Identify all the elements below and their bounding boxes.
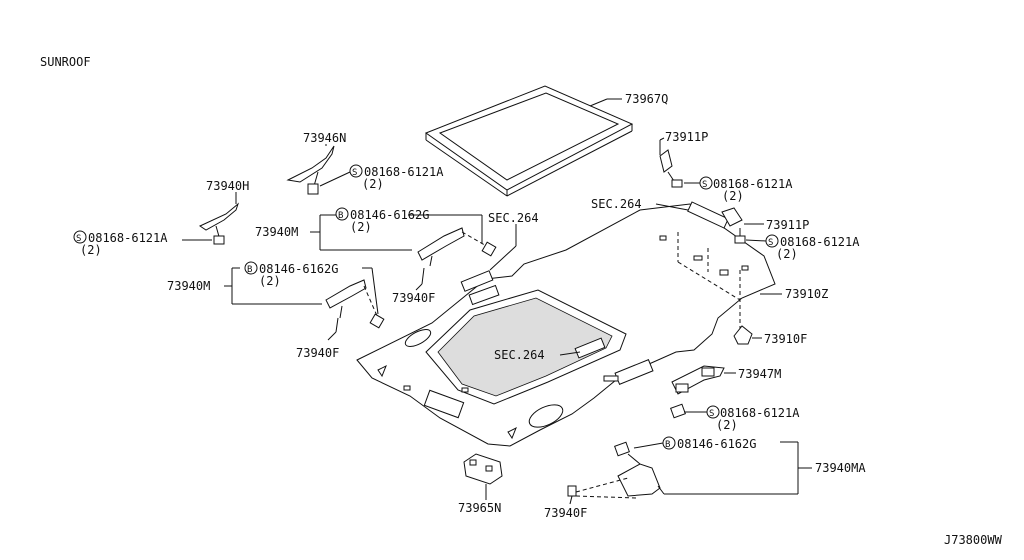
clip-73910F xyxy=(733,325,753,345)
screw-icon: S xyxy=(73,230,87,244)
svg-text:B: B xyxy=(665,440,670,450)
fastener-qty-6: (2) xyxy=(259,274,281,288)
svg-text:S: S xyxy=(702,180,707,190)
label-sec264-center: SEC.264 xyxy=(494,348,545,362)
bracket-73911P-lower xyxy=(721,207,746,244)
fastener-code-5: 08146-6162G xyxy=(350,208,429,222)
label-73967Q: 73967Q xyxy=(625,92,668,106)
label-73911P-upper: 73911P xyxy=(665,130,708,144)
label-73940F-bottom: 73940F xyxy=(544,506,587,520)
fastener-code-7: 08168-6121A xyxy=(720,406,800,420)
bracket-73940MA xyxy=(567,441,661,499)
fastener-code-3: 08168-6121A xyxy=(364,165,444,179)
fastener-code-4: 08168-6121A xyxy=(88,231,168,245)
fastener-code-6: 08146-6162G xyxy=(259,262,338,276)
label-73946N: 73946N xyxy=(303,131,346,145)
bolt-icon: B xyxy=(335,207,349,221)
bracket-73947M xyxy=(671,365,725,395)
label-73910F: 73910F xyxy=(764,332,807,346)
bolt-icon: B xyxy=(244,261,258,275)
fastener-code-2: 08168-6121A xyxy=(780,235,860,249)
label-sec264-upper: SEC.264 xyxy=(488,211,539,225)
screw-icon: S xyxy=(349,164,363,178)
svg-text:S: S xyxy=(76,234,81,244)
fastener-qty-2: (2) xyxy=(776,247,798,261)
label-73940H: 73940H xyxy=(206,179,249,193)
svg-text:B: B xyxy=(338,211,343,221)
sunroof-frame-73967Q xyxy=(424,85,634,197)
bracket-73911P-upper xyxy=(659,149,683,188)
fastener-qty-1: (2) xyxy=(722,189,744,203)
bracket-73940H xyxy=(198,202,240,245)
fastener-code-8: 08146-6162G xyxy=(677,437,756,451)
fastener-qty-5: (2) xyxy=(350,220,372,234)
svg-text:S: S xyxy=(352,168,357,178)
label-73965N: 73965N xyxy=(458,501,501,515)
bolt-icon: B xyxy=(662,436,676,450)
map-lamp-sec264-center xyxy=(574,337,606,359)
assist-grip-bracket-lower xyxy=(325,279,385,329)
label-73947M: 73947M xyxy=(738,367,781,381)
fastener-code-1: 08168-6121A xyxy=(713,177,793,191)
svg-text:S: S xyxy=(709,409,714,419)
label-73940MA: 73940MA xyxy=(815,461,866,475)
figure-code: J73800WW xyxy=(944,533,1003,547)
svg-text:S: S xyxy=(768,238,773,248)
assist-grip-bracket-upper xyxy=(417,227,497,267)
label-73940F-upper: 73940F xyxy=(392,291,435,305)
diagram-title: SUNROOF xyxy=(40,55,91,69)
label-73911P-lower: 73911P xyxy=(766,218,809,232)
fastener-qty-4: (2) xyxy=(80,243,102,257)
bracket-73965N xyxy=(463,453,503,485)
headliner-73910Z xyxy=(356,203,776,447)
fastener-qty-3: (2) xyxy=(362,177,384,191)
screw-part xyxy=(670,403,686,419)
label-73910Z: 73910Z xyxy=(785,287,828,301)
label-73940M-upper: 73940M xyxy=(255,225,298,239)
bracket-73946N xyxy=(286,145,335,195)
svg-text:B: B xyxy=(247,265,252,275)
label-73940M-lower: 73940M xyxy=(167,279,210,293)
screw-icon: S xyxy=(699,176,713,190)
overhead-lamp-sec264-right xyxy=(687,201,729,229)
clip-73940F-lower-left xyxy=(327,317,339,341)
clip-73940F-upper xyxy=(415,267,425,291)
label-73940F-lower-left: 73940F xyxy=(296,346,339,360)
label-sec264-right: SEC.264 xyxy=(591,197,642,211)
fastener-qty-7: (2) xyxy=(716,418,738,432)
sunvisor-holder-sec264-upper xyxy=(460,270,494,292)
